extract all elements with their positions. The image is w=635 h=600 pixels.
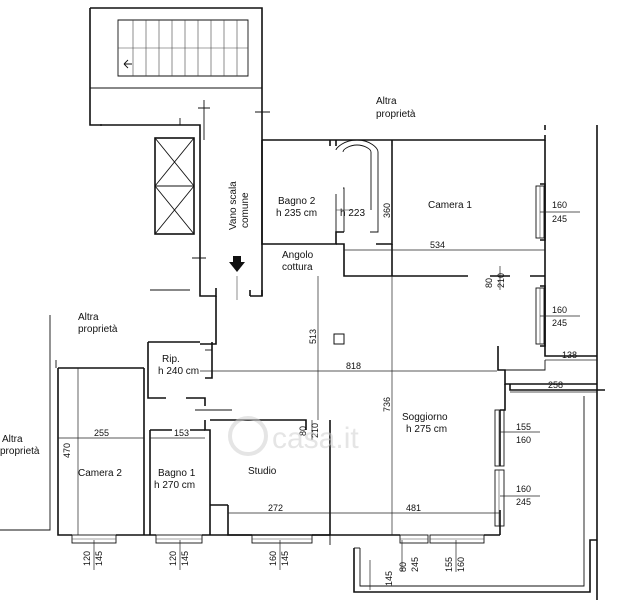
- apartment-walls: [200, 125, 605, 600]
- elevator-shaft: [154, 137, 195, 235]
- room-camera1: Camera 1: [428, 200, 472, 211]
- dim-138: 138: [562, 350, 577, 360]
- room-bagno1-height: h 270 cm: [154, 480, 195, 491]
- staircase: [89, 7, 263, 140]
- dim-door-80: 80: [484, 278, 494, 288]
- dim-bottom-c2-120: 120: [82, 551, 92, 566]
- dim-bottom-b1-120: 120: [168, 551, 178, 566]
- dim-studio-210: 210: [310, 423, 320, 438]
- terrace-outline: [353, 396, 597, 593]
- dim-153: 153: [174, 428, 189, 438]
- dimension-lines: [58, 146, 597, 590]
- room-ripostiglio-name: Rip.: [162, 354, 180, 365]
- neighbor-top-line1: Altra: [376, 96, 397, 107]
- neighbor-left-line2: proprietà: [0, 446, 40, 457]
- room-h223: h 223: [340, 208, 365, 219]
- room-angolo-line2: cottura: [282, 262, 313, 273]
- dim-window-c1-b: 245: [552, 214, 567, 224]
- dim-window-sog-155: 155: [516, 422, 531, 432]
- dim-bottom-sg2-155: 155: [444, 557, 454, 572]
- neighbor-mid-line1: Altra: [78, 312, 99, 323]
- pillar: [333, 333, 345, 345]
- room-bagno1-name: Bagno 1: [158, 468, 196, 479]
- watermark-text: casa.it: [272, 422, 359, 455]
- room-camera2: Camera 2: [78, 468, 122, 479]
- room-bagno2-name: Bagno 2: [278, 196, 316, 207]
- room-angolo-line1: Angolo: [282, 250, 314, 261]
- vano-scala-line1: Vano scala: [228, 181, 239, 230]
- vano-scala-line2: comune: [240, 192, 251, 228]
- windows: [71, 185, 545, 544]
- dim-window-c1-d: 245: [552, 318, 567, 328]
- left-property-outline: [0, 315, 51, 531]
- dim-513: 513: [308, 329, 318, 344]
- dim-bottom-st-145: 145: [280, 551, 290, 566]
- room-soggiorno-name: Soggiorno: [402, 412, 448, 423]
- dim-bottom-b1-145: 145: [180, 551, 190, 566]
- watermark-logo: casa.it: [228, 416, 359, 456]
- neighbor-mid-line2: proprietà: [78, 324, 118, 335]
- room-studio: Studio: [248, 466, 277, 477]
- dim-bottom-sg-145: 145: [384, 571, 394, 586]
- dim-470: 470: [62, 443, 72, 458]
- dim-bottom-c2-145: 145: [94, 551, 104, 566]
- dim-window-c1-c: 160: [552, 305, 567, 315]
- dim-window-c1-a: 160: [552, 200, 567, 210]
- entrance-arrow-icon: [229, 262, 245, 272]
- ripostiglio-walls: [147, 341, 213, 406]
- room-ripostiglio-height: h 240 cm: [158, 366, 199, 377]
- dim-818: 818: [346, 361, 361, 371]
- dim-bottom-sg-80: 80: [398, 562, 408, 572]
- dim-272: 272: [268, 503, 283, 513]
- room-bagno2-height: h 235 cm: [276, 208, 317, 219]
- neighbor-left-line1: Altra: [2, 434, 23, 445]
- dim-bottom-st-160: 160: [268, 551, 278, 566]
- dim-bottom-sg2-160: 160: [456, 557, 466, 572]
- dim-window-sog2-160: 160: [516, 484, 531, 494]
- dim-534: 534: [430, 240, 445, 250]
- dim-255: 255: [94, 428, 109, 438]
- dim-window-sog2-245: 245: [516, 497, 531, 507]
- dim-360: 360: [382, 203, 392, 218]
- dim-736: 736: [382, 397, 392, 412]
- room-soggiorno-height: h 275 cm: [406, 424, 447, 435]
- dim-door-210: 210: [496, 273, 506, 288]
- dim-bottom-sg-245: 245: [410, 557, 420, 572]
- neighbor-top-line2: proprietà: [376, 109, 416, 120]
- dim-studio-80: 80: [298, 426, 308, 436]
- lower-walls: [57, 367, 506, 545]
- dim-258: 258: [548, 380, 563, 390]
- dim-window-sog-160: 160: [516, 435, 531, 445]
- dim-481: 481: [406, 503, 421, 513]
